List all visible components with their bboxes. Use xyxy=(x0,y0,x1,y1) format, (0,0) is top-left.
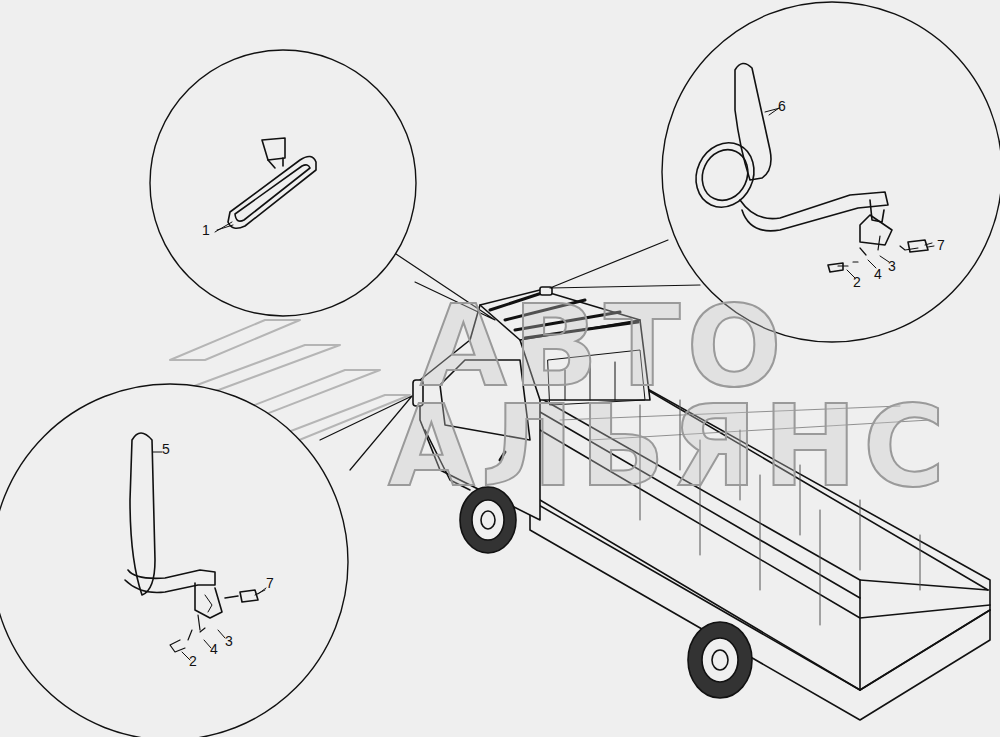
callout-number: 3 xyxy=(888,259,896,273)
watermark-text: АЛЬЯНС xyxy=(388,390,951,502)
interior-mirror xyxy=(215,138,316,232)
callout-number: 2 xyxy=(853,275,861,289)
callout-number: 1 xyxy=(202,223,210,237)
callout-number: 4 xyxy=(210,642,218,656)
callout-number: 6 xyxy=(778,99,786,113)
callout-number: 2 xyxy=(189,654,197,668)
callout-number: 5 xyxy=(162,442,170,456)
callout-number: 4 xyxy=(874,267,882,281)
exterior-mirror xyxy=(125,433,265,652)
wheel xyxy=(460,487,752,698)
leader-line xyxy=(153,108,934,660)
watermark-text: АВТО xyxy=(420,290,788,402)
callout-number: 3 xyxy=(225,634,233,648)
callout-number: 7 xyxy=(266,576,274,590)
callout-number: 7 xyxy=(937,238,945,252)
exterior-mirror xyxy=(686,63,932,272)
